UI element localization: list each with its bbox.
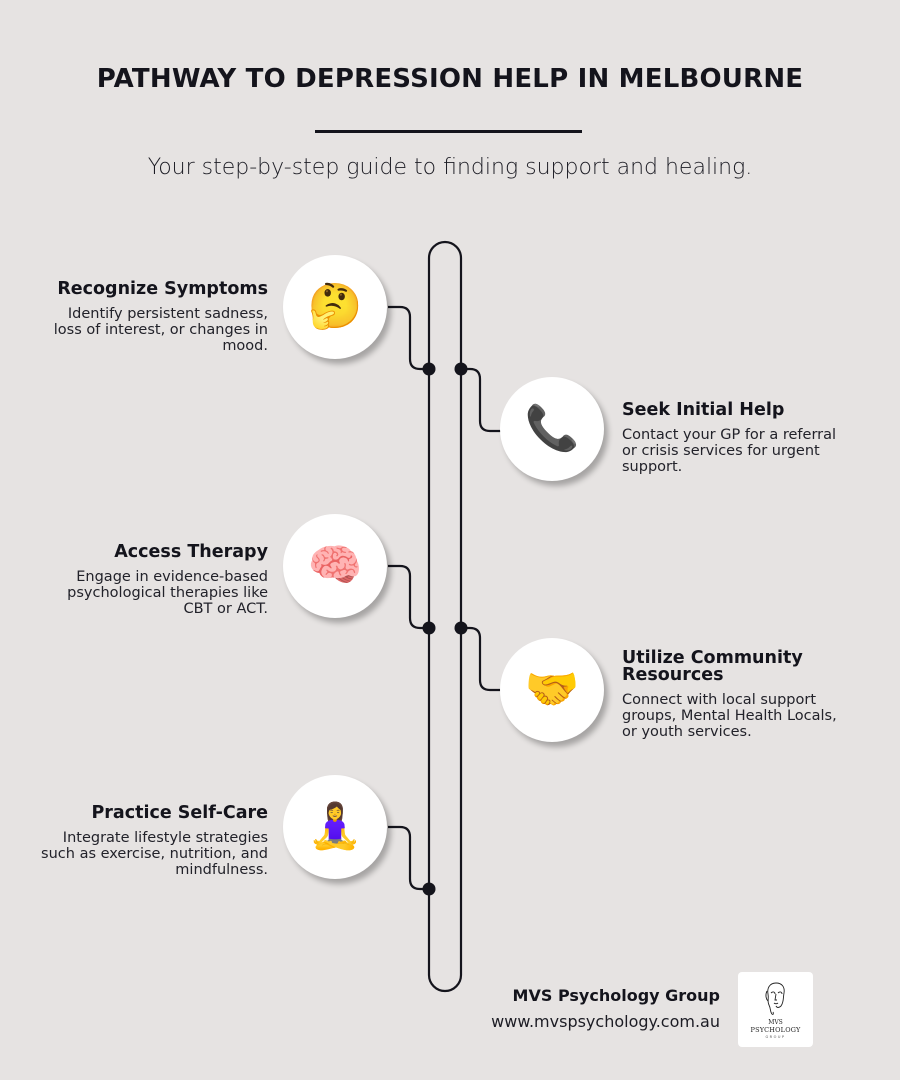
logo-text-group: GROUP <box>765 1034 786 1039</box>
organization-logo: MVS PSYCHOLOGY GROUP <box>738 972 813 1047</box>
step-title: Utilize Community Resources <box>622 648 803 685</box>
logo-text-mvs: MVS <box>768 1018 783 1026</box>
step-description: Integrate lifestyle strategies such as e… <box>41 830 268 878</box>
step-recognize-symptoms: Recognize Symptoms Identify persistent s… <box>38 279 268 354</box>
junction-dot <box>454 362 468 376</box>
step-title: Practice Self-Care <box>91 803 268 823</box>
logo-text-psychology: PSYCHOLOGY <box>750 1025 801 1034</box>
organization-name: MVS Psychology Group <box>512 986 720 1005</box>
junction-dot <box>422 621 436 635</box>
step-icon-circle: 📞 <box>500 377 604 481</box>
thinking-face-icon: 🤔 <box>307 281 363 332</box>
junction-dot <box>422 882 436 896</box>
step-icon-circle: 🤝 <box>500 638 604 742</box>
step-description: Connect with local support groups, Menta… <box>622 692 837 740</box>
step-practice-self-care: Practice Self-Care Integrate lifestyle s… <box>38 803 268 878</box>
step-title: Seek Initial Help <box>622 400 785 420</box>
title-divider <box>315 130 582 133</box>
page-subtitle: Your step-by-step guide to finding suppo… <box>147 155 753 180</box>
step-icon-circle: 🧘‍♀️ <box>283 775 387 879</box>
brain-icon: 🧠 <box>307 540 363 591</box>
step-title: Recognize Symptoms <box>57 279 268 299</box>
face-line-art-icon <box>764 982 785 1015</box>
step-description: Contact your GP for a referral or crisis… <box>622 427 837 475</box>
step-access-therapy: Access Therapy Engage in evidence-based … <box>38 542 268 617</box>
junction-dot <box>422 362 436 376</box>
step-title: Access Therapy <box>114 542 268 562</box>
step-icon-circle: 🤔 <box>283 255 387 359</box>
step-description: Engage in evidence-based psychological t… <box>67 569 268 617</box>
person-in-lotus-position-icon: 🧘‍♀️ <box>307 801 363 852</box>
step-description: Identify persistent sadness, loss of int… <box>53 306 268 354</box>
telephone-receiver-icon: 📞 <box>524 403 580 454</box>
page-title: PATHWAY TO DEPRESSION HELP IN MELBOURNE <box>96 64 804 94</box>
step-utilize-community-resources: Utilize Community Resources Connect with… <box>622 648 847 740</box>
junction-dot <box>454 621 468 635</box>
step-icon-circle: 🧠 <box>283 514 387 618</box>
handshake-icon: 🤝 <box>524 664 580 715</box>
website-link[interactable]: www.mvspsychology.com.au <box>491 1012 720 1031</box>
step-seek-initial-help: Seek Initial Help Contact your GP for a … <box>622 400 852 475</box>
